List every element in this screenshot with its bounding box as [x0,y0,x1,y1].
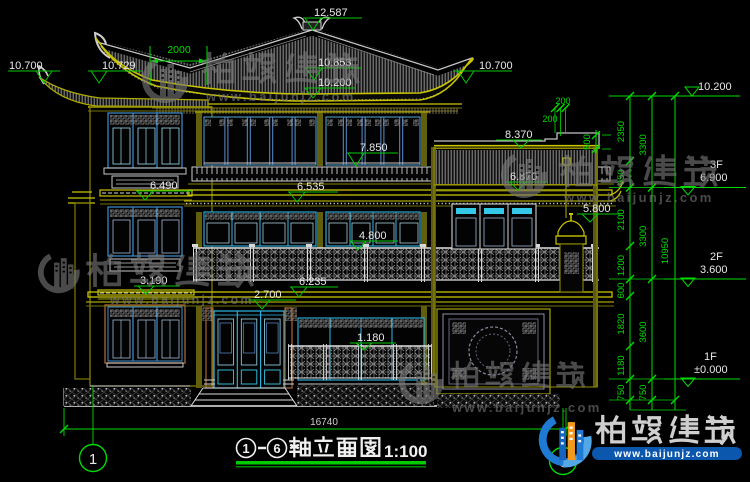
svg-text:750: 750 [616,385,627,401]
svg-text:1820: 1820 [616,313,627,334]
svg-text:16740: 16740 [310,417,338,428]
svg-text:3600: 3600 [638,321,649,342]
svg-text:3300: 3300 [638,226,649,247]
svg-text:±0.000: ±0.000 [694,364,728,376]
svg-text:10.700: 10.700 [9,60,43,72]
svg-text:1.180: 1.180 [357,332,385,344]
svg-text:2100: 2100 [616,209,627,230]
svg-text:6.235: 6.235 [299,276,327,288]
svg-text:500: 500 [582,134,593,150]
svg-text:7.850: 7.850 [360,142,388,154]
svg-text:2F: 2F [710,251,723,263]
svg-text:1:100: 1:100 [384,442,427,461]
svg-text:2000: 2000 [167,44,191,56]
svg-text:1: 1 [242,441,249,456]
svg-text:3.600: 3.600 [700,264,728,276]
svg-text:8.370: 8.370 [505,129,533,141]
svg-text:200: 200 [555,96,570,106]
svg-text:12.587: 12.587 [314,7,348,19]
svg-text:1180: 1180 [616,355,627,375]
svg-text:4.800: 4.800 [359,230,387,242]
svg-text:6.535: 6.535 [297,181,325,193]
svg-text:1: 1 [89,451,97,468]
svg-text:750: 750 [638,385,649,401]
svg-text:1200: 1200 [616,255,627,276]
svg-text:10.200: 10.200 [698,81,732,93]
svg-text:www.baijunjz.com: www.baijunjz.com [109,293,254,307]
svg-text:10950: 10950 [660,238,671,264]
svg-text:www.baijunjz.com: www.baijunjz.com [613,449,720,460]
svg-text:6.490: 6.490 [150,180,178,192]
svg-text:2350: 2350 [616,121,627,142]
svg-text:6: 6 [273,441,280,456]
svg-text:10.700: 10.700 [479,60,513,72]
svg-text:www.baijunjz.com: www.baijunjz.com [563,190,714,205]
svg-text:5.800: 5.800 [583,203,611,215]
svg-text:200: 200 [542,114,557,124]
svg-text:www.baijunjz.com: www.baijunjz.com [451,400,602,415]
svg-text:10.729: 10.729 [102,60,136,72]
svg-text:www.baijunjz.com: www.baijunjz.com [205,89,356,104]
svg-text:2.700: 2.700 [254,289,282,301]
svg-text:600: 600 [616,283,627,299]
svg-text:1F: 1F [704,351,717,363]
svg-text:3300: 3300 [638,134,649,155]
